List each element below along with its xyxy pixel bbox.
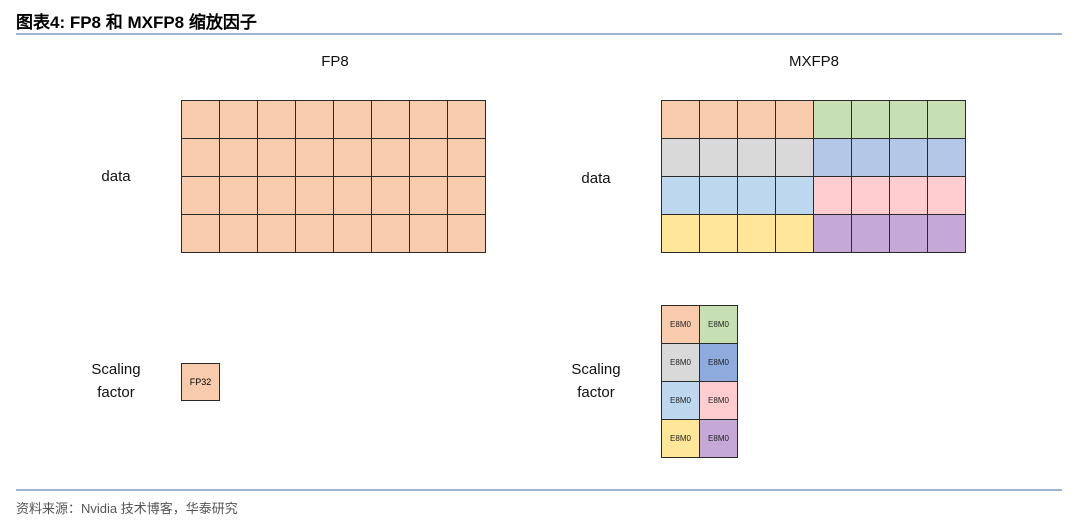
fp8-data-cell [372,215,410,253]
fp8-data-cell [182,215,220,253]
mxfp8-data-cell [890,139,928,177]
mxfp8-data-cell [814,139,852,177]
mxfp8-data-grid [661,100,966,253]
fp8-data-label: data [101,168,131,185]
bottom-divider [16,489,1062,491]
mxfp8-scaling-label-line2: factor [577,384,615,401]
fp8-data-cell [334,177,372,215]
mxfp8-data-cell [662,101,700,139]
mxfp8-data-cell [776,177,814,215]
mxfp8-data-cell [700,139,738,177]
fp8-data-cell [220,101,258,139]
fp8-data-cell [448,101,486,139]
mxfp8-data-cell [852,215,890,253]
fp8-data-cell [296,177,334,215]
mxfp8-data-cell [738,101,776,139]
fp8-data-cell [296,139,334,177]
fp8-data-cell [182,101,220,139]
fp8-data-cell [220,139,258,177]
fp8-data-cell [410,177,448,215]
fp8-data-cell [296,215,334,253]
mxfp8-data-cell [890,177,928,215]
source-note: 资料来源：Nvidia 技术博客，华泰研究 [16,501,238,516]
fp8-data-cell [372,177,410,215]
fp8-data-cell [410,101,448,139]
mxfp8-scaling-label-line1: Scaling [571,361,621,378]
mxfp8-data-cell [738,177,776,215]
fp8-data-cell [296,101,334,139]
mxfp8-data-cell [814,101,852,139]
mxfp8-data-cell [814,177,852,215]
mxfp8-data-cell [928,215,966,253]
fp8-data-cell [220,177,258,215]
mxfp8-data-cell [776,139,814,177]
mxfp8-data-cell [890,101,928,139]
fp8-scaling-label-line2: factor [97,384,135,401]
mxfp8-data-cell [890,215,928,253]
fp8-data-grid [181,100,486,253]
mxfp8-scale-cell: E8M0 [700,344,738,382]
fp8-data-cell [372,139,410,177]
mxfp8-data-cell [852,139,890,177]
fp8-data-cell [334,139,372,177]
mxfp8-data-cell [700,215,738,253]
mxfp8-scale-cell: E8M0 [662,420,700,458]
fp8-data-cell [182,177,220,215]
fp8-scaling-label-line1: Scaling [91,361,141,378]
mxfp8-data-cell [928,177,966,215]
fp8-data-cell [448,177,486,215]
mxfp8-data-label: data [581,170,611,187]
mxfp8-data-cell [700,101,738,139]
mxfp8-scale-cell: E8M0 [662,306,700,344]
mxfp8-scale-cell: E8M0 [700,420,738,458]
mxfp8-heading: MXFP8 [788,53,839,70]
mxfp8-data-cell [738,139,776,177]
fp8-data-cell [448,139,486,177]
fp8-data-cell [258,177,296,215]
mxfp8-data-cell [928,139,966,177]
fp8-data-cell [258,215,296,253]
mxfp8-scale-cell: E8M0 [662,344,700,382]
fp8-data-cell [372,101,410,139]
fp8-heading: FP8 [321,53,349,70]
fp8-data-cell [448,215,486,253]
mxfp8-data-cell [776,101,814,139]
fp8-data-cell [410,215,448,253]
mxfp8-data-cell [776,215,814,253]
mxfp8-scale-cell: E8M0 [662,382,700,420]
fp8-scaling-factor-box: FP32 [181,363,220,401]
mxfp8-data-cell [662,177,700,215]
mxfp8-scale-cell: E8M0 [700,382,738,420]
mxfp8-data-cell [700,177,738,215]
mxfp8-data-cell [662,215,700,253]
fp8-data-cell [334,101,372,139]
mxfp8-scale-cell: E8M0 [700,306,738,344]
top-divider [16,33,1062,35]
mxfp8-data-cell [662,139,700,177]
fp8-data-cell [334,215,372,253]
fp8-data-cell [258,139,296,177]
fp8-data-cell [220,215,258,253]
figure-title: 图表4: FP8 和 MXFP8 缩放因子 [16,13,257,32]
fp8-data-cell [182,139,220,177]
mxfp8-data-cell [814,215,852,253]
mxfp8-data-cell [852,101,890,139]
mxfp8-data-cell [928,101,966,139]
mxfp8-data-cell [738,215,776,253]
fp8-data-cell [258,101,296,139]
mxfp8-data-cell [852,177,890,215]
fp8-data-cell [410,139,448,177]
